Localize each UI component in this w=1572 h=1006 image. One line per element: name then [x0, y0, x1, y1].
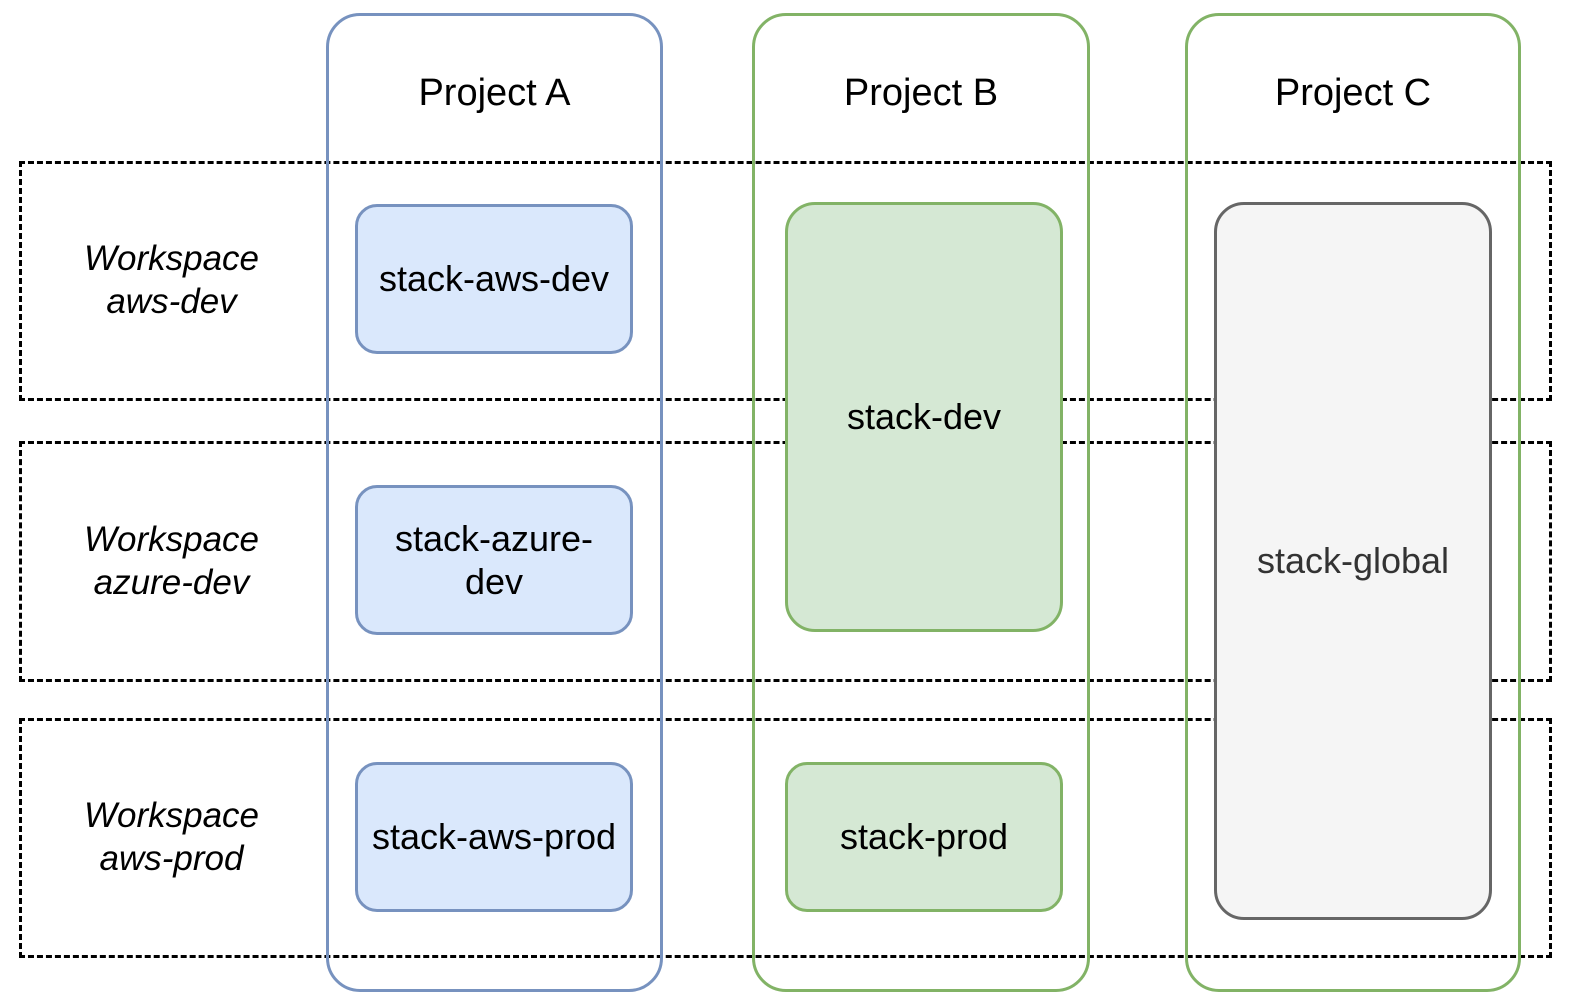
- stack-dev[interactable]: stack-dev: [785, 202, 1063, 632]
- project-container-c[interactable]: [1185, 13, 1521, 992]
- workspace-label-line1: Workspace: [83, 239, 260, 279]
- stack-label: stack-aws-prod: [371, 816, 617, 858]
- project-container-a[interactable]: [326, 13, 663, 992]
- stack-azure-dev[interactable]: stack-azure-dev: [355, 485, 633, 635]
- workspace-row-aws-prod: [19, 718, 1552, 958]
- project-title-c: Project C: [1274, 72, 1432, 114]
- stack-label: stack-aws-dev: [378, 258, 610, 300]
- workspace-label-line2: aws-prod: [99, 839, 244, 878]
- stack-label: stack-azure-dev: [394, 517, 594, 602]
- workspace-label-azure-dev: Workspace azure-dev: [24, 441, 319, 682]
- workspace-label-line2: aws-dev: [106, 282, 237, 321]
- project-container-b[interactable]: [752, 13, 1090, 992]
- workspace-label-line1: Workspace: [83, 796, 260, 836]
- workspace-label-line2: azure-dev: [93, 562, 250, 602]
- project-title-b: Project B: [843, 72, 999, 114]
- stack-aws-dev[interactable]: stack-aws-dev: [355, 204, 633, 354]
- workspace-label-line1: Workspace: [83, 519, 260, 559]
- stack-global[interactable]: stack-global: [1214, 202, 1492, 920]
- workspace-label-aws-dev: Workspace aws-dev: [24, 161, 319, 401]
- stack-label: stack-prod: [839, 816, 1009, 858]
- stack-label: stack-dev: [846, 396, 1002, 438]
- stack-label: stack-global: [1256, 540, 1450, 582]
- stack-aws-prod[interactable]: stack-aws-prod: [355, 762, 633, 912]
- workspace-label-aws-prod: Workspace aws-prod: [24, 718, 319, 958]
- stack-prod[interactable]: stack-prod: [785, 762, 1063, 912]
- project-title-a: Project A: [418, 72, 571, 114]
